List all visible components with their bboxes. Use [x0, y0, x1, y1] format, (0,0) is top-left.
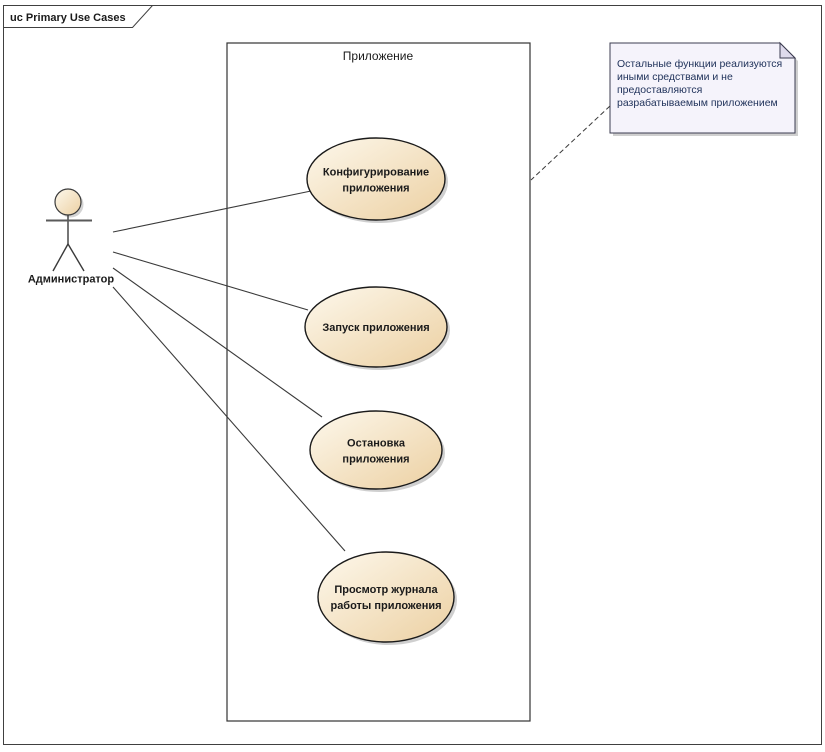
actor-leg-left — [52, 243, 69, 272]
usecase-label: Просмотр журнала — [334, 584, 438, 596]
association-start-application[interactable] — [112, 251, 309, 311]
actor-leg-right — [67, 243, 85, 272]
usecase-ellipse[interactable] — [317, 551, 455, 643]
usecase-ellipse[interactable] — [304, 286, 448, 368]
actor-administrator[interactable]: Администратор — [28, 188, 115, 286]
system-boundary-label: Приложение — [343, 49, 414, 63]
note-text-line: иными средствами и не — [617, 71, 733, 83]
association-stop-application[interactable] — [112, 267, 323, 418]
usecase-view-application-log[interactable]: Просмотр журнала работы приложения — [317, 551, 457, 645]
frame-title: uc Primary Use Cases — [10, 12, 126, 24]
note-link-connector[interactable] — [530, 105, 611, 181]
usecase-label: Конфигурирование — [323, 167, 429, 179]
association-view-application-log[interactable] — [112, 286, 346, 552]
actor-label: Администратор — [28, 274, 115, 286]
usecase-label: приложения — [342, 454, 409, 466]
note-text-line: Остальные функции реализуются — [617, 58, 782, 70]
note-element[interactable]: Остальные функции реализуются иными сред… — [609, 41, 798, 136]
frame-title-tab — [3, 5, 154, 28]
usecase-configure-application[interactable]: Конфигурирование приложения — [306, 137, 448, 223]
usecase-ellipse[interactable] — [309, 410, 443, 490]
note-body[interactable] — [609, 42, 796, 134]
note-text-line: предоставляются — [617, 84, 702, 96]
note-folded-corner-icon — [779, 41, 797, 59]
note-text-line: разрабатываемым приложением — [617, 97, 778, 109]
association-configure-application[interactable] — [112, 190, 312, 233]
usecase-label: работы приложения — [330, 600, 441, 612]
usecase-stop-application[interactable]: Остановка приложения — [309, 410, 445, 492]
actor-head[interactable] — [54, 188, 82, 216]
usecase-start-application[interactable]: Запуск приложения — [304, 286, 450, 370]
usecase-label: Остановка — [347, 438, 406, 450]
usecase-ellipse[interactable] — [306, 137, 446, 221]
usecase-label: Запуск приложения — [322, 322, 429, 334]
usecase-label: приложения — [342, 183, 409, 195]
